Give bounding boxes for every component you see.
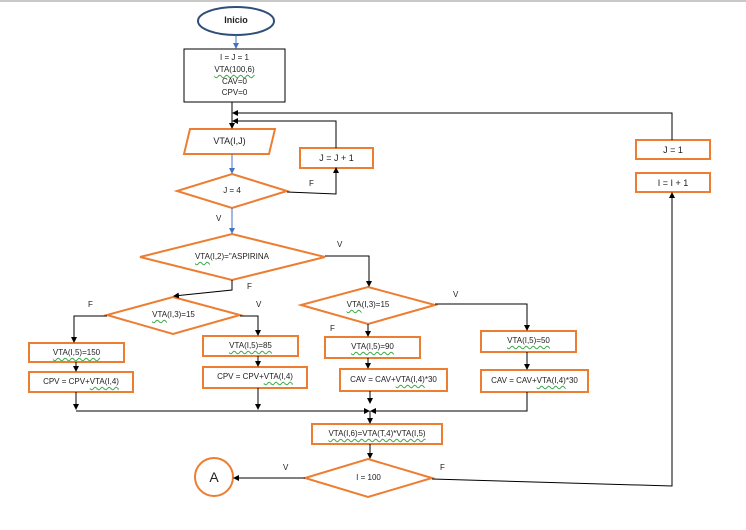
read-input: [182, 128, 277, 155]
b2-assign-label: VTA(I,5)=85: [229, 341, 272, 350]
decision-left-v-label: V: [256, 300, 262, 309]
init-line-2: VTA(100,6): [214, 65, 255, 74]
b2-accum-label: CPV = CPV+VTA(I,4): [217, 372, 293, 381]
arrow-i100-f: [431, 192, 675, 487]
init-line-1: I = J = 1: [220, 53, 249, 62]
b1-accum-process: [28, 371, 134, 393]
loop-incj-return: [232, 118, 337, 148]
b4-accum-label: CAV = CAV+VTA(I,4)*30: [491, 376, 578, 385]
decision-right-f-label: F: [330, 324, 335, 333]
decision-left: [103, 295, 244, 336]
decision-j4-label: J = 4: [223, 186, 241, 195]
b1-assign-label: VTA(I,5)=150: [52, 348, 101, 357]
decision-aspirina-label: VTA(I,2)="ASPIRINA: [194, 252, 270, 261]
b2-assign-process: [202, 335, 299, 357]
b3-accum-label: CAV = CAV+VTA(I,4)*30: [350, 375, 437, 384]
arrow-aspirina-right: [325, 255, 372, 287]
arrow-left-f: [71, 315, 107, 343]
decision-j4-f-label: F: [309, 179, 314, 188]
init-line-4: CPV=0: [221, 88, 248, 97]
loop-f-from-j4: [286, 167, 339, 195]
arrow-left-v: [240, 315, 261, 336]
b4-assign-process: [480, 330, 577, 353]
top-border: [0, 0, 746, 2]
b1-accum-label: CPV = CPV+VTA(I,4): [43, 377, 119, 386]
decision-right-label: VTA(I,3)=15: [346, 300, 390, 309]
b4-assign-label: VTA(I,5)=50: [507, 336, 550, 345]
decision-j4-v-label: V: [216, 214, 222, 223]
set-j-label: J = 1: [663, 145, 683, 155]
inc-i-label: I = I + 1: [657, 178, 689, 188]
connector-a-label: A: [209, 469, 219, 485]
start-label: Inicio: [224, 15, 248, 25]
decision-left-f-label: F: [88, 300, 93, 309]
decision-i100-v-label: V: [283, 463, 289, 472]
b4-accum-process: [480, 369, 589, 393]
inc-j-label: J = J + 1: [319, 153, 354, 163]
init-process: [183, 48, 286, 103]
b3-accum-process: [339, 368, 448, 392]
calc-label: VTA(I,6)=VTA(T,4)*VTA(I,5): [328, 429, 426, 438]
loop-setj-return: [232, 110, 673, 140]
decision-i100-f-label: F: [440, 463, 445, 472]
decision-aspirina-v-label: V: [337, 240, 343, 249]
b2-accum-process: [202, 366, 308, 389]
decision-right-v-label: V: [453, 290, 459, 299]
b3-assign-process: [324, 336, 421, 359]
decision-i100: [301, 457, 436, 499]
decision-i100-label: I = 100: [356, 473, 381, 482]
b3-assign-label: VTA(I,5)=90: [351, 342, 394, 351]
read-label: VTA(I,J): [213, 136, 246, 146]
init-line-3: CAV=0: [222, 77, 247, 86]
merge-b4: [370, 392, 528, 414]
calc-process: [311, 423, 443, 445]
set-j-process: [635, 139, 711, 160]
decision-left-label: VTA(I,3)=15: [152, 310, 195, 319]
arrow-aspirina-left: [173, 280, 233, 299]
arrow-right-v: [435, 303, 530, 331]
decision-aspirina-f-label: F: [247, 282, 252, 291]
